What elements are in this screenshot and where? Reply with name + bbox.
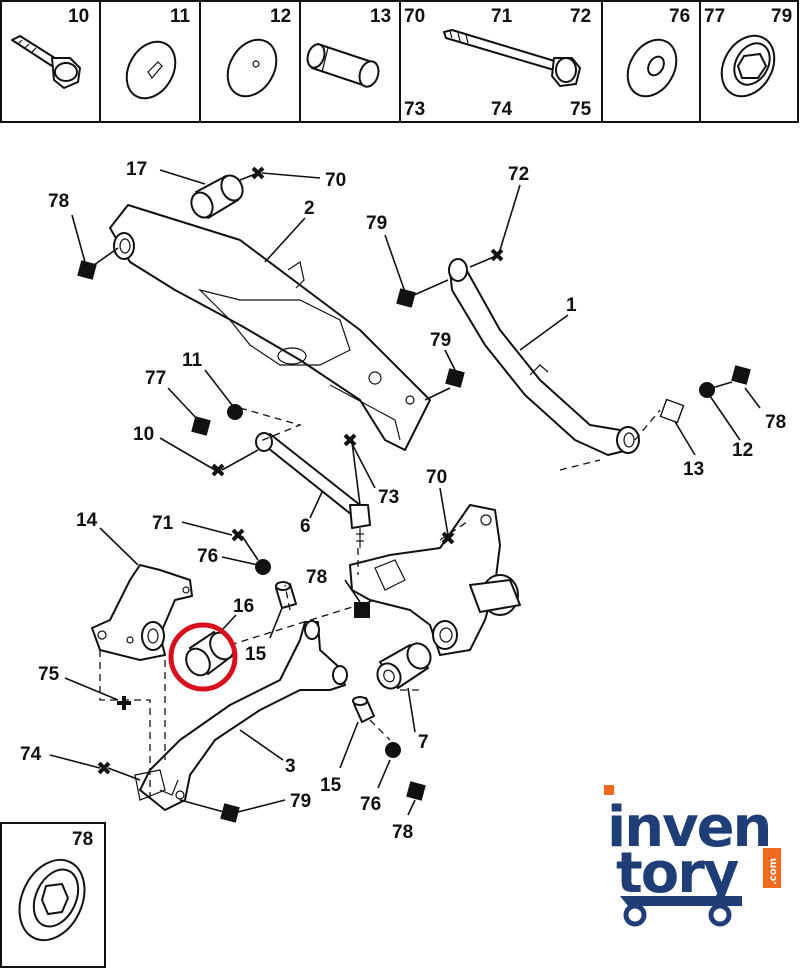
callout-11: 11 <box>182 350 203 371</box>
callout-78: 78 <box>765 412 786 433</box>
callout-7: 7 <box>418 732 429 753</box>
header-label-11: 11 <box>170 6 191 27</box>
bolt-drawing <box>11 35 81 89</box>
callout-76: 76 <box>360 794 381 815</box>
bracket-14 <box>91 564 193 661</box>
sleeve-15-upper <box>275 581 297 609</box>
header-label-72: 72 <box>570 6 591 27</box>
callout-79: 79 <box>290 791 311 812</box>
header-label-73: 73 <box>404 99 425 120</box>
link-arm-1 <box>448 258 640 456</box>
header-label-74: 74 <box>491 99 513 120</box>
bushing-17 <box>190 174 244 219</box>
lower-arm-3 <box>134 620 348 811</box>
header-label-71: 71 <box>491 6 513 27</box>
header-label-77: 77 <box>704 6 725 27</box>
callout-10: 10 <box>133 424 154 445</box>
bushing-78-eye <box>113 232 135 260</box>
logo-com-text: .com <box>768 858 779 885</box>
callout-3: 3 <box>285 756 296 777</box>
callout-78: 78 <box>392 822 413 843</box>
callout-72: 72 <box>508 164 529 185</box>
open-square-marker <box>659 398 685 424</box>
callout-13: 13 <box>683 459 704 480</box>
callout-12: 12 <box>732 440 753 461</box>
callout-2: 2 <box>304 198 315 219</box>
callout-15: 15 <box>320 775 342 796</box>
leader-lines <box>49 169 761 816</box>
washer-12-drawing <box>226 38 278 98</box>
logo-text-line2: tory <box>616 841 739 906</box>
callout-74: 74 <box>20 744 42 765</box>
trailing-arm-2 <box>109 204 431 451</box>
callout-73: 73 <box>378 487 399 508</box>
inset-box-78: 78 <box>0 822 106 968</box>
sleeve-13-drawing <box>306 43 380 88</box>
callout-6: 6 <box>300 516 311 537</box>
logo-com-badge <box>763 848 781 888</box>
cross-markers <box>97 166 504 775</box>
callout-78: 78 <box>48 191 69 212</box>
logo-text-line1: inven <box>607 795 770 860</box>
exploded-assembly <box>91 174 661 811</box>
callout-77: 77 <box>145 368 166 389</box>
square-markers <box>77 260 751 823</box>
header-label-13: 13 <box>370 6 391 27</box>
hub-carrier <box>349 504 521 656</box>
inventory-logo: inven tory .com <box>604 785 781 927</box>
callout-70: 70 <box>426 467 447 488</box>
header-label-70: 70 <box>404 6 425 27</box>
cart-icon <box>620 896 742 927</box>
highlight-ring <box>168 622 238 692</box>
circle-markers <box>227 382 715 758</box>
callout-76: 76 <box>197 546 218 567</box>
callout-1: 1 <box>566 295 577 316</box>
inset-label-78: 78 <box>72 829 93 850</box>
header-label-76: 76 <box>669 6 690 27</box>
header-label-12: 12 <box>270 6 291 27</box>
callout-17: 17 <box>126 159 147 180</box>
long-bolt-drawing <box>443 29 581 87</box>
washer-76-drawing <box>626 38 678 98</box>
washer-11-drawing <box>125 40 177 100</box>
callout-labels: 17 70 78 2 72 79 1 79 11 77 78 10 12 13 … <box>20 159 786 843</box>
callout-79: 79 <box>430 330 451 351</box>
nut-washer-drawing <box>720 34 776 98</box>
sleeve-15-lower <box>352 696 375 723</box>
header-label-79: 79 <box>771 6 792 27</box>
logo-accent-square <box>604 785 614 795</box>
callout-75: 75 <box>38 664 60 685</box>
parts-header-table: 10 11 12 13 70 71 72 73 74 75 76 77 79 <box>0 0 799 123</box>
bushing-7 <box>376 642 432 690</box>
callout-79: 79 <box>366 213 387 234</box>
header-label-10: 10 <box>68 6 89 27</box>
callout-16: 16 <box>233 596 254 617</box>
callout-14: 14 <box>76 510 98 531</box>
bushing-16 <box>185 631 235 677</box>
callout-78: 78 <box>306 567 327 588</box>
callout-15: 15 <box>245 644 267 665</box>
callout-71: 71 <box>152 513 174 534</box>
header-label-75: 75 <box>570 99 592 120</box>
callout-70: 70 <box>325 170 346 191</box>
